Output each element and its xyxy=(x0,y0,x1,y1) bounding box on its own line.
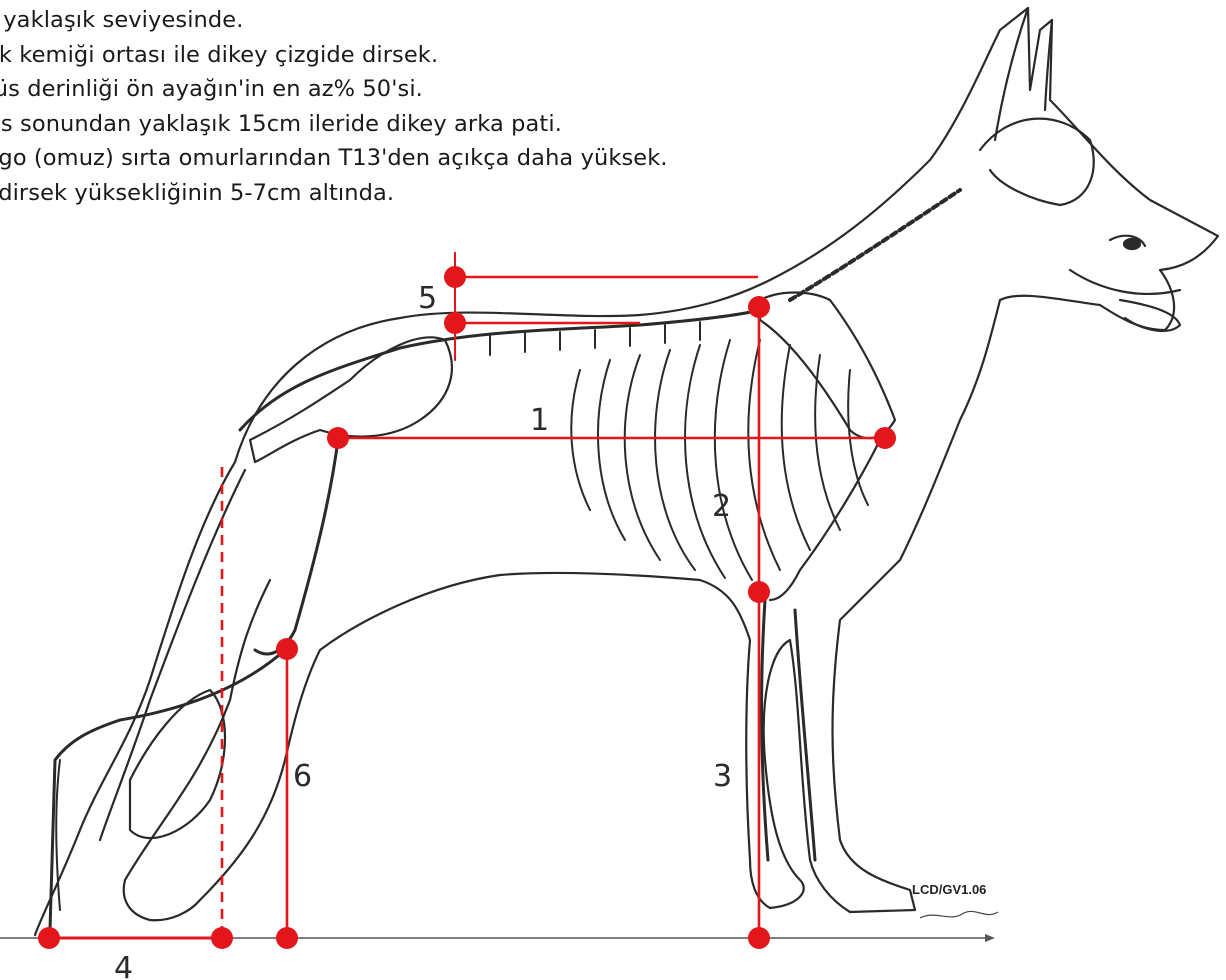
dog-silhouette xyxy=(35,8,1218,935)
marker-ground-knee xyxy=(276,927,298,949)
marker-hip xyxy=(327,427,349,449)
marker-elbow xyxy=(748,581,770,603)
marker-chest xyxy=(874,427,896,449)
label-4: 4 xyxy=(114,951,133,980)
artist-scribble xyxy=(920,911,998,918)
marker-shoulder xyxy=(748,296,770,318)
marker-withers-top xyxy=(444,266,466,288)
label-3: 3 xyxy=(713,759,732,794)
marker-ground-hind xyxy=(38,927,60,949)
marker-knee xyxy=(276,638,298,660)
label-6: 6 xyxy=(293,759,312,794)
label-5: 5 xyxy=(418,281,437,316)
label-1: 1 xyxy=(530,403,549,438)
marker-ground-front xyxy=(748,927,770,949)
artist-signature: LCD/GV1.06 xyxy=(912,882,986,897)
marker-ground-dashed xyxy=(211,927,233,949)
marker-back xyxy=(444,312,466,334)
label-2: 2 xyxy=(712,489,731,524)
